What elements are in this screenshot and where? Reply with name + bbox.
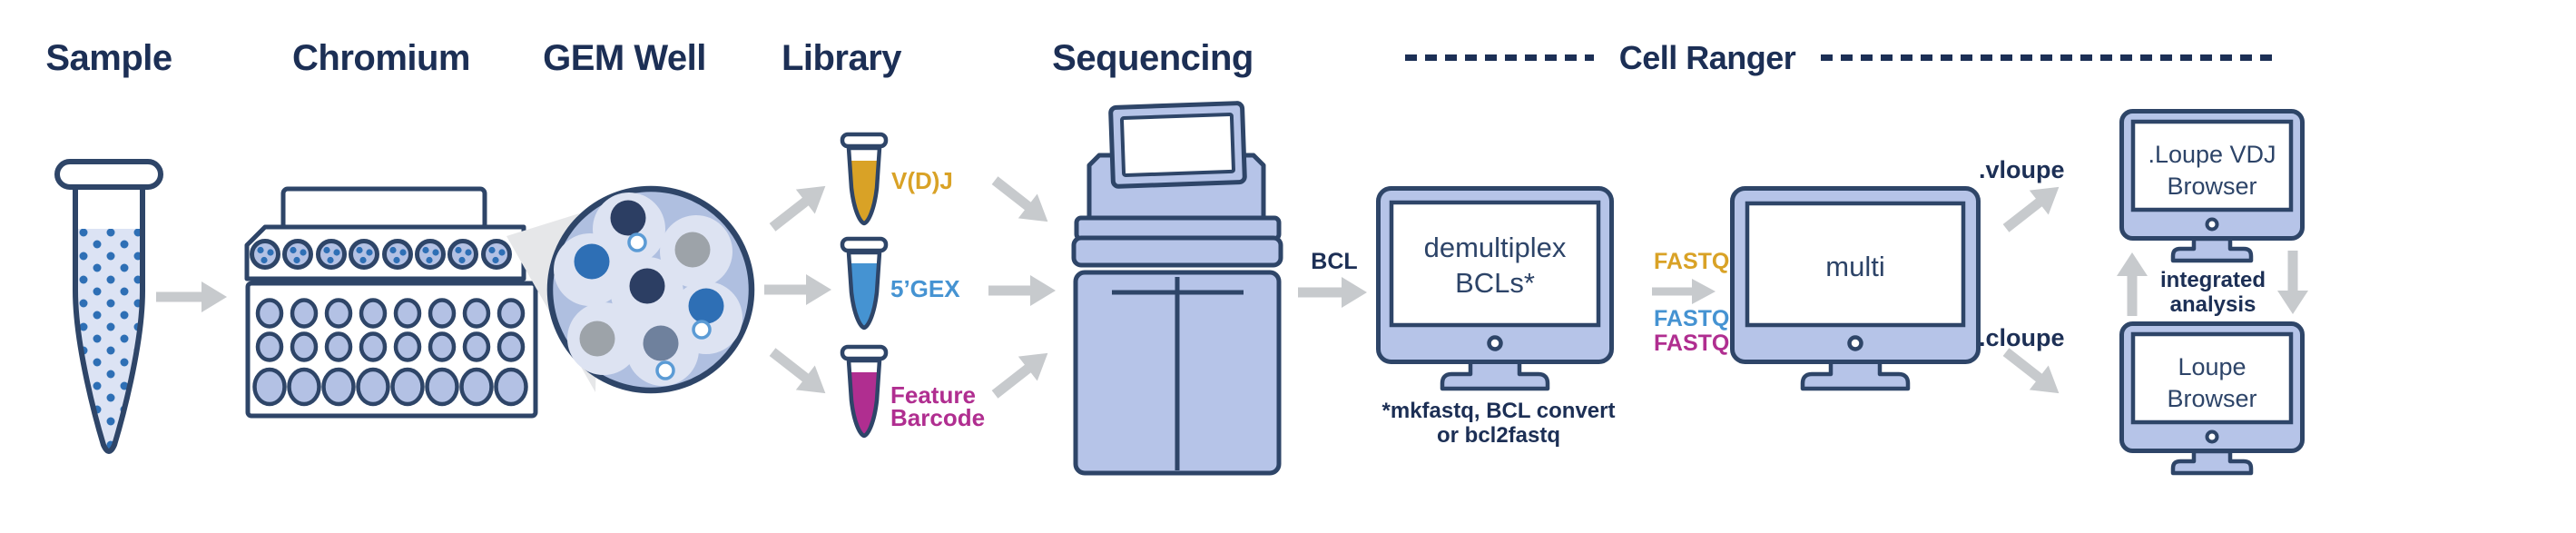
loupe-browser-line1: Loupe xyxy=(2178,353,2246,380)
loupe-browser-line2: Browser xyxy=(2167,385,2256,412)
title-sample: Sample xyxy=(45,38,172,78)
label-fastq-gex: FASTQ xyxy=(1654,306,1730,331)
title-gem-well: GEM Well xyxy=(543,38,706,78)
gem-well-magnified-icon xyxy=(506,185,755,394)
monitor-screen xyxy=(1745,201,1966,328)
title-chromium: Chromium xyxy=(292,38,471,78)
arrow-sequencer-to-demux xyxy=(1298,277,1367,308)
demux-monitor-icon: demultiplex BCLs* xyxy=(1376,186,1614,391)
sequencer-doors xyxy=(1112,277,1244,470)
sample-tube-cap xyxy=(54,159,163,190)
arrow-gem-to-vdj xyxy=(769,185,826,232)
monitor-stand xyxy=(2170,449,2254,476)
label-feature-barcode: Feature Barcode xyxy=(890,381,986,431)
monitor-screen xyxy=(1389,200,1601,328)
monitor-camera-dot xyxy=(2205,217,2219,232)
monitor-camera-dot xyxy=(2205,429,2219,444)
label-vdj: V(D)J xyxy=(891,167,953,194)
sample-tube-icon xyxy=(54,159,163,454)
label-gex: 5’GEX xyxy=(890,275,960,302)
loupe-vdj-browser-monitor-icon: .Loupe VDJ Browser xyxy=(2119,109,2305,263)
loupe-browser-monitor-icon: Loupe Browser xyxy=(2119,321,2305,476)
arrow-multi-to-vdj-browser xyxy=(2002,186,2060,232)
multi-monitor-icon: multi xyxy=(1730,186,1981,391)
arrow-demux-to-multi xyxy=(1652,279,1716,304)
monitor-screen xyxy=(2130,331,2294,425)
demux-text-line1: demultiplex xyxy=(1424,232,1567,263)
title-sequencing: Sequencing xyxy=(1052,38,1254,78)
gem-beads xyxy=(627,232,712,380)
label-vloupe: .vloupe xyxy=(1979,156,2065,183)
sample-tube-outline xyxy=(73,184,145,454)
arrow-loupe-up xyxy=(2117,252,2148,316)
label-fastq-vdj: FASTQ xyxy=(1654,249,1730,274)
cell-ranger-dash-left xyxy=(1405,54,1594,61)
label-integrated-analysis: integrated analysis xyxy=(2159,268,2266,317)
gex-tube-icon xyxy=(840,236,889,331)
arrow-vdj-to-sequencer xyxy=(991,176,1048,222)
arrow-gem-to-feature xyxy=(769,348,826,394)
chip-tab xyxy=(280,186,487,232)
chip-plate-wells xyxy=(252,298,528,407)
arrow-feature-to-sequencer xyxy=(991,352,1048,399)
label-cloupe: .cloupe xyxy=(1979,324,2065,351)
chromium-instrument-icon xyxy=(244,186,538,419)
monitor-screen xyxy=(2130,119,2294,212)
arrow-loupe-down xyxy=(2277,251,2308,314)
label-bcl: BCL xyxy=(1311,249,1358,274)
monitor-stand xyxy=(1800,359,1911,391)
title-library: Library xyxy=(781,38,902,78)
monitor-camera-dot xyxy=(1487,335,1503,351)
label-fastq-fb: FASTQ xyxy=(1654,331,1730,356)
vdj-browser-line1: .Loupe VDJ xyxy=(2148,141,2276,168)
sequencer-icon xyxy=(1071,101,1283,476)
demux-footnote: *mkfastq, BCL convert or bcl2fastq xyxy=(1381,399,1616,448)
monitor-stand xyxy=(2170,236,2254,263)
monitor-stand xyxy=(1440,359,1550,391)
sequencer-band-mid xyxy=(1071,235,1283,268)
vdj-browser-line2: Browser xyxy=(2167,173,2256,200)
feature-tube-icon xyxy=(840,344,889,439)
monitor-camera-dot xyxy=(1847,335,1863,351)
multi-text: multi xyxy=(1825,251,1884,282)
arrow-gex-to-sequencer xyxy=(988,275,1056,306)
arrow-sample-to-chromium xyxy=(156,281,227,312)
gem-cells xyxy=(574,200,724,361)
title-cell-ranger: Cell Ranger xyxy=(1618,39,1796,76)
vdj-tube-icon xyxy=(840,132,889,226)
arrow-multi-to-loupe-browser xyxy=(2002,348,2060,394)
cell-ranger-dash-right xyxy=(1821,54,2278,61)
demux-text-line2: BCLs* xyxy=(1455,267,1535,299)
arrow-gem-to-gex xyxy=(764,274,831,305)
sequencer-screen xyxy=(1108,101,1247,189)
